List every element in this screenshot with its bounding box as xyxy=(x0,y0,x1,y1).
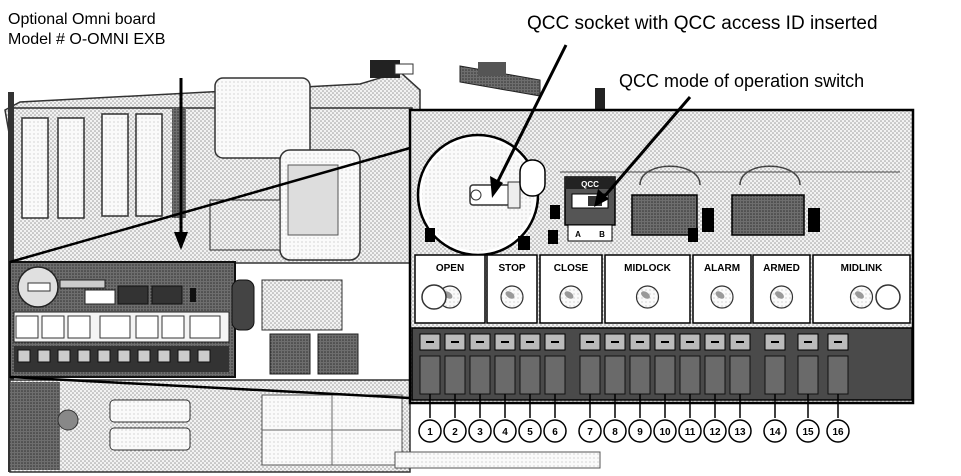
terminal-15[interactable] xyxy=(797,333,819,395)
terminal-number-label: 12 xyxy=(709,427,721,438)
terminal-16[interactable] xyxy=(827,333,849,395)
terminal-number-label: 6 xyxy=(552,427,558,438)
terminal-number-5: 5 xyxy=(518,419,542,443)
button-close[interactable]: CLOSE xyxy=(539,254,603,324)
switch-arrow-head xyxy=(594,189,609,207)
terminal-number-14: 14 xyxy=(763,419,787,443)
terminal-5[interactable] xyxy=(519,333,541,395)
terminal-10[interactable] xyxy=(654,333,676,395)
terminal-group xyxy=(419,333,849,395)
qcc-switch-label-b: B xyxy=(599,230,605,239)
button-stop[interactable]: STOP xyxy=(486,254,538,324)
omni-callout-line1: Optional Omni board xyxy=(8,11,156,28)
zoom-line-bottom xyxy=(9,375,411,400)
button-label: ARMED xyxy=(763,263,800,274)
omni-board xyxy=(9,261,359,378)
terminal-number-label: 16 xyxy=(832,427,844,438)
terminal-8[interactable] xyxy=(604,333,626,395)
terminal-7[interactable] xyxy=(579,333,601,395)
terminal-number-label: 3 xyxy=(477,427,483,438)
qcc-switch-title: QCC xyxy=(581,180,599,189)
callout-arrows xyxy=(174,44,692,250)
terminal-number-10: 10 xyxy=(653,419,677,443)
terminal-number-9: 9 xyxy=(628,419,652,443)
terminal-number-label: 11 xyxy=(685,427,696,438)
terminal-number-12: 12 xyxy=(703,419,727,443)
button-open[interactable]: OPEN xyxy=(414,254,486,324)
terminal-14[interactable] xyxy=(764,333,786,395)
terminal-number-label: 5 xyxy=(527,427,533,438)
terminal-number-label: 14 xyxy=(769,427,781,438)
socket-arrow-head xyxy=(490,176,503,198)
button-alarm[interactable]: ALARM xyxy=(692,254,752,324)
button-armed[interactable]: ARMED xyxy=(752,254,811,324)
terminal-12[interactable] xyxy=(704,333,726,395)
terminal-number-8: 8 xyxy=(603,419,627,443)
terminal-3[interactable] xyxy=(469,333,491,395)
terminal-number-label: 2 xyxy=(452,427,458,438)
terminal-number-11: 11 xyxy=(678,419,702,443)
terminal-number-3: 3 xyxy=(468,419,492,443)
terminal-number-4: 4 xyxy=(493,419,517,443)
button-label: ALARM xyxy=(704,263,740,274)
terminal-number-15: 15 xyxy=(796,419,820,443)
status-led xyxy=(875,284,901,310)
terminal-number-label: 1 xyxy=(427,427,433,438)
terminal-number-1: 1 xyxy=(418,419,442,443)
switch-arrow xyxy=(602,96,692,198)
terminal-number-label: 15 xyxy=(802,427,814,438)
button-label: MIDLOCK xyxy=(624,263,671,274)
terminal-number-13: 13 xyxy=(728,419,752,443)
omni-callout-line2: Model # O-OMNI EXB xyxy=(8,31,166,48)
terminal-number-2: 2 xyxy=(443,419,467,443)
omni-arrow-head xyxy=(174,232,188,250)
terminal-number-label: 13 xyxy=(734,427,746,438)
terminal-number-16: 16 xyxy=(826,419,850,443)
enlarged-board: QCC A B OPEN STOP CLOSE MIDLOCK ALARM ARMED MI… xyxy=(408,108,915,405)
terminal-number-label: 10 xyxy=(659,427,671,438)
omni-board-callout: Optional Omni board Model # O-OMNI EXB xyxy=(8,10,165,50)
button-midlock[interactable]: MIDLOCK xyxy=(604,254,691,324)
terminal-number-label: 9 xyxy=(637,427,643,438)
status-led xyxy=(421,284,447,310)
socket-arrow xyxy=(495,44,568,184)
terminal-4[interactable] xyxy=(494,333,516,395)
button-label: STOP xyxy=(498,263,525,274)
terminal-1[interactable] xyxy=(419,333,441,395)
terminal-number-label: 8 xyxy=(612,427,618,438)
terminal-number-7: 7 xyxy=(578,419,602,443)
background-board xyxy=(4,60,605,473)
relays xyxy=(548,165,900,244)
terminal-number-6: 6 xyxy=(543,419,567,443)
qcc-socket-callout: QCC socket with QCC access ID inserted xyxy=(527,13,878,34)
terminal-9[interactable] xyxy=(629,333,651,395)
terminal-number-label: 4 xyxy=(502,427,508,438)
zoom-line-top xyxy=(9,146,411,264)
terminal-6[interactable] xyxy=(544,333,566,395)
button-row: OPEN STOP CLOSE MIDLOCK ALARM ARMED MIDLINK xyxy=(414,254,911,324)
terminal-number-label: 7 xyxy=(587,427,593,438)
qcc-mode-switch: QCC A B xyxy=(564,176,616,242)
terminal-13[interactable] xyxy=(729,333,751,395)
terminal-11[interactable] xyxy=(679,333,701,395)
terminal-2[interactable] xyxy=(444,333,466,395)
button-label: MIDLINK xyxy=(841,263,883,274)
qcc-switch-label-a: A xyxy=(575,230,581,239)
button-label: CLOSE xyxy=(554,263,589,274)
qcc-switch-callout: QCC mode of operation switch xyxy=(619,71,865,91)
button-label: OPEN xyxy=(436,263,464,274)
